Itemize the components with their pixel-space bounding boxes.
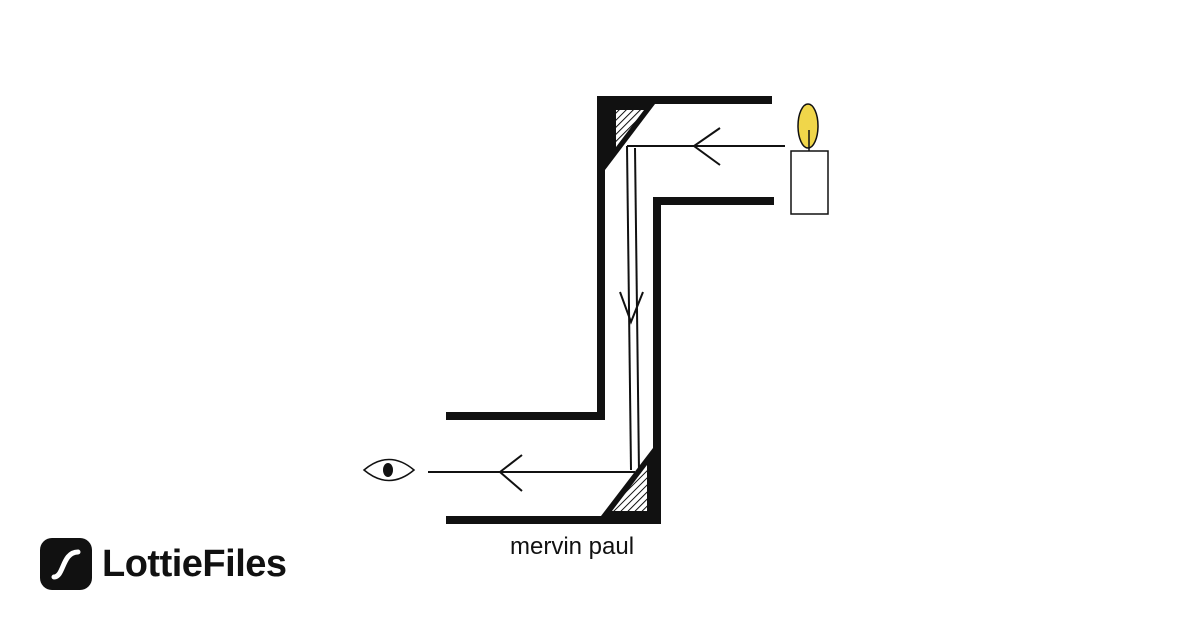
- arrow-head-down: [619, 291, 644, 325]
- candle-body: [790, 150, 829, 215]
- candle-icon: [790, 103, 829, 215]
- periscope-tube: [446, 96, 774, 524]
- lottie-logo-icon: [40, 538, 92, 590]
- candle-flame: [797, 103, 819, 149]
- brand-name: LottieFiles: [102, 543, 287, 585]
- brand-logo[interactable]: LottieFiles: [40, 537, 287, 591]
- light-ray: [428, 127, 785, 492]
- eye-pupil: [383, 463, 393, 477]
- top-mirror-hatching: [616, 110, 644, 147]
- eye-icon: [362, 458, 416, 482]
- top-mirror: [605, 104, 655, 170]
- bottom-mirror-hatching: [612, 465, 647, 511]
- ray-vertical-right: [634, 147, 640, 473]
- arrow-head-outgoing: [498, 454, 523, 492]
- tube-outer-wall: [446, 96, 772, 420]
- author-label: mervin paul: [510, 533, 634, 560]
- arrow-head-incoming: [692, 127, 721, 166]
- bottom-mirror: [601, 448, 653, 516]
- ray-vertical-left: [626, 145, 632, 471]
- tube-inner-wall: [446, 197, 774, 524]
